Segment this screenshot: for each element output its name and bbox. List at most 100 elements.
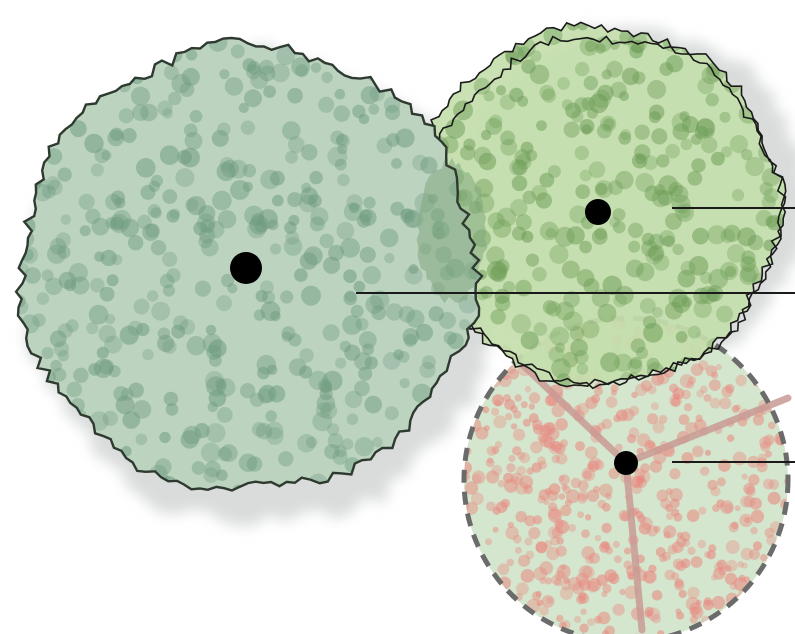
pie-dot	[750, 527, 757, 534]
left-dot	[61, 214, 71, 224]
left-dot	[212, 191, 232, 211]
left-dot	[247, 456, 263, 472]
right-dot	[497, 208, 516, 227]
right-dot	[486, 246, 504, 264]
pie-dot	[501, 499, 510, 508]
left-dot	[162, 252, 177, 267]
pie-dot	[513, 535, 522, 544]
right-dot	[688, 326, 701, 339]
right-dot	[651, 128, 667, 144]
left-dot	[244, 89, 262, 107]
left-dot	[127, 56, 146, 75]
pie-dot	[687, 587, 699, 599]
pie-dot	[743, 496, 755, 508]
pie-dot	[679, 590, 687, 598]
pie-dot	[606, 396, 618, 408]
right-dot	[647, 358, 660, 371]
left-dot	[320, 234, 334, 248]
pie-centroid-dot	[614, 451, 638, 475]
left-dot	[136, 434, 148, 446]
right-dot	[615, 286, 634, 305]
pie-dot	[624, 560, 633, 569]
pie-dot	[507, 559, 515, 567]
pie-dot	[635, 384, 648, 397]
left-dot	[354, 380, 370, 396]
left-dot	[132, 62, 148, 78]
left-dot	[243, 164, 256, 177]
pie-dot	[636, 511, 644, 519]
left-dot	[89, 305, 109, 325]
pie-dot	[608, 573, 619, 584]
pie-dot	[568, 524, 576, 532]
left-dot	[92, 218, 110, 236]
pie-dot	[577, 493, 587, 503]
left-dot	[162, 108, 172, 118]
pie-dot	[501, 586, 507, 592]
left-dot	[422, 355, 436, 369]
pie-dot	[698, 507, 706, 515]
right-dot	[628, 241, 640, 253]
right-dot	[618, 132, 631, 145]
left-dot	[42, 347, 54, 359]
left-dot	[383, 352, 401, 370]
pie-dot	[698, 540, 706, 548]
pie-dot	[725, 573, 737, 585]
right-dot	[730, 135, 748, 153]
left-dot	[385, 406, 399, 420]
left-dot	[265, 410, 277, 422]
left-dot	[266, 427, 284, 445]
pie-dot	[659, 415, 668, 424]
left-dot	[134, 54, 151, 71]
pie-dot	[696, 600, 702, 606]
right-dot	[495, 296, 511, 312]
left-dot	[88, 363, 101, 376]
left-dot	[190, 110, 203, 123]
left-dot	[311, 62, 321, 72]
pie-dot	[524, 538, 532, 546]
pie-dot	[577, 511, 584, 518]
left-dot	[90, 278, 105, 293]
left-dot	[203, 467, 219, 483]
right-dot	[720, 229, 735, 244]
right-dot	[577, 269, 595, 287]
left-dot	[257, 367, 270, 380]
right-dot	[631, 338, 646, 353]
left-dot	[287, 192, 302, 207]
left-dot	[160, 274, 175, 289]
left-dot	[53, 368, 67, 382]
right-dot	[526, 254, 539, 267]
left-dot	[243, 58, 257, 72]
pie-dot	[526, 551, 535, 560]
left-dot	[166, 403, 179, 416]
left-dot	[141, 185, 156, 200]
left-dot	[80, 225, 91, 236]
left-dot	[327, 423, 339, 435]
left-dot	[86, 322, 98, 334]
left-dot	[320, 402, 337, 419]
left-dot	[306, 437, 317, 448]
left-dot	[299, 366, 312, 379]
right-dot	[491, 262, 508, 279]
left-dot	[99, 359, 114, 374]
left-dot	[173, 315, 188, 330]
right-dot	[592, 229, 608, 245]
right-dot	[643, 316, 656, 329]
pie-dot	[498, 563, 510, 575]
left-dot	[201, 443, 221, 463]
pie-dot	[548, 507, 561, 520]
pie-dot	[487, 446, 497, 456]
right-dot	[490, 309, 505, 324]
pie-dot	[716, 364, 722, 370]
pie-dot	[651, 614, 661, 624]
pie-dot	[471, 492, 484, 505]
left-dot	[158, 327, 171, 340]
pie-dot	[521, 401, 528, 408]
pie-dot	[491, 408, 499, 416]
pie-dot	[711, 574, 717, 580]
right-dot	[649, 111, 661, 123]
pie-dot	[614, 555, 622, 563]
left-dot	[363, 266, 381, 284]
left-dot	[372, 437, 383, 448]
pie-dot	[671, 508, 679, 516]
pie-dot	[696, 390, 704, 398]
